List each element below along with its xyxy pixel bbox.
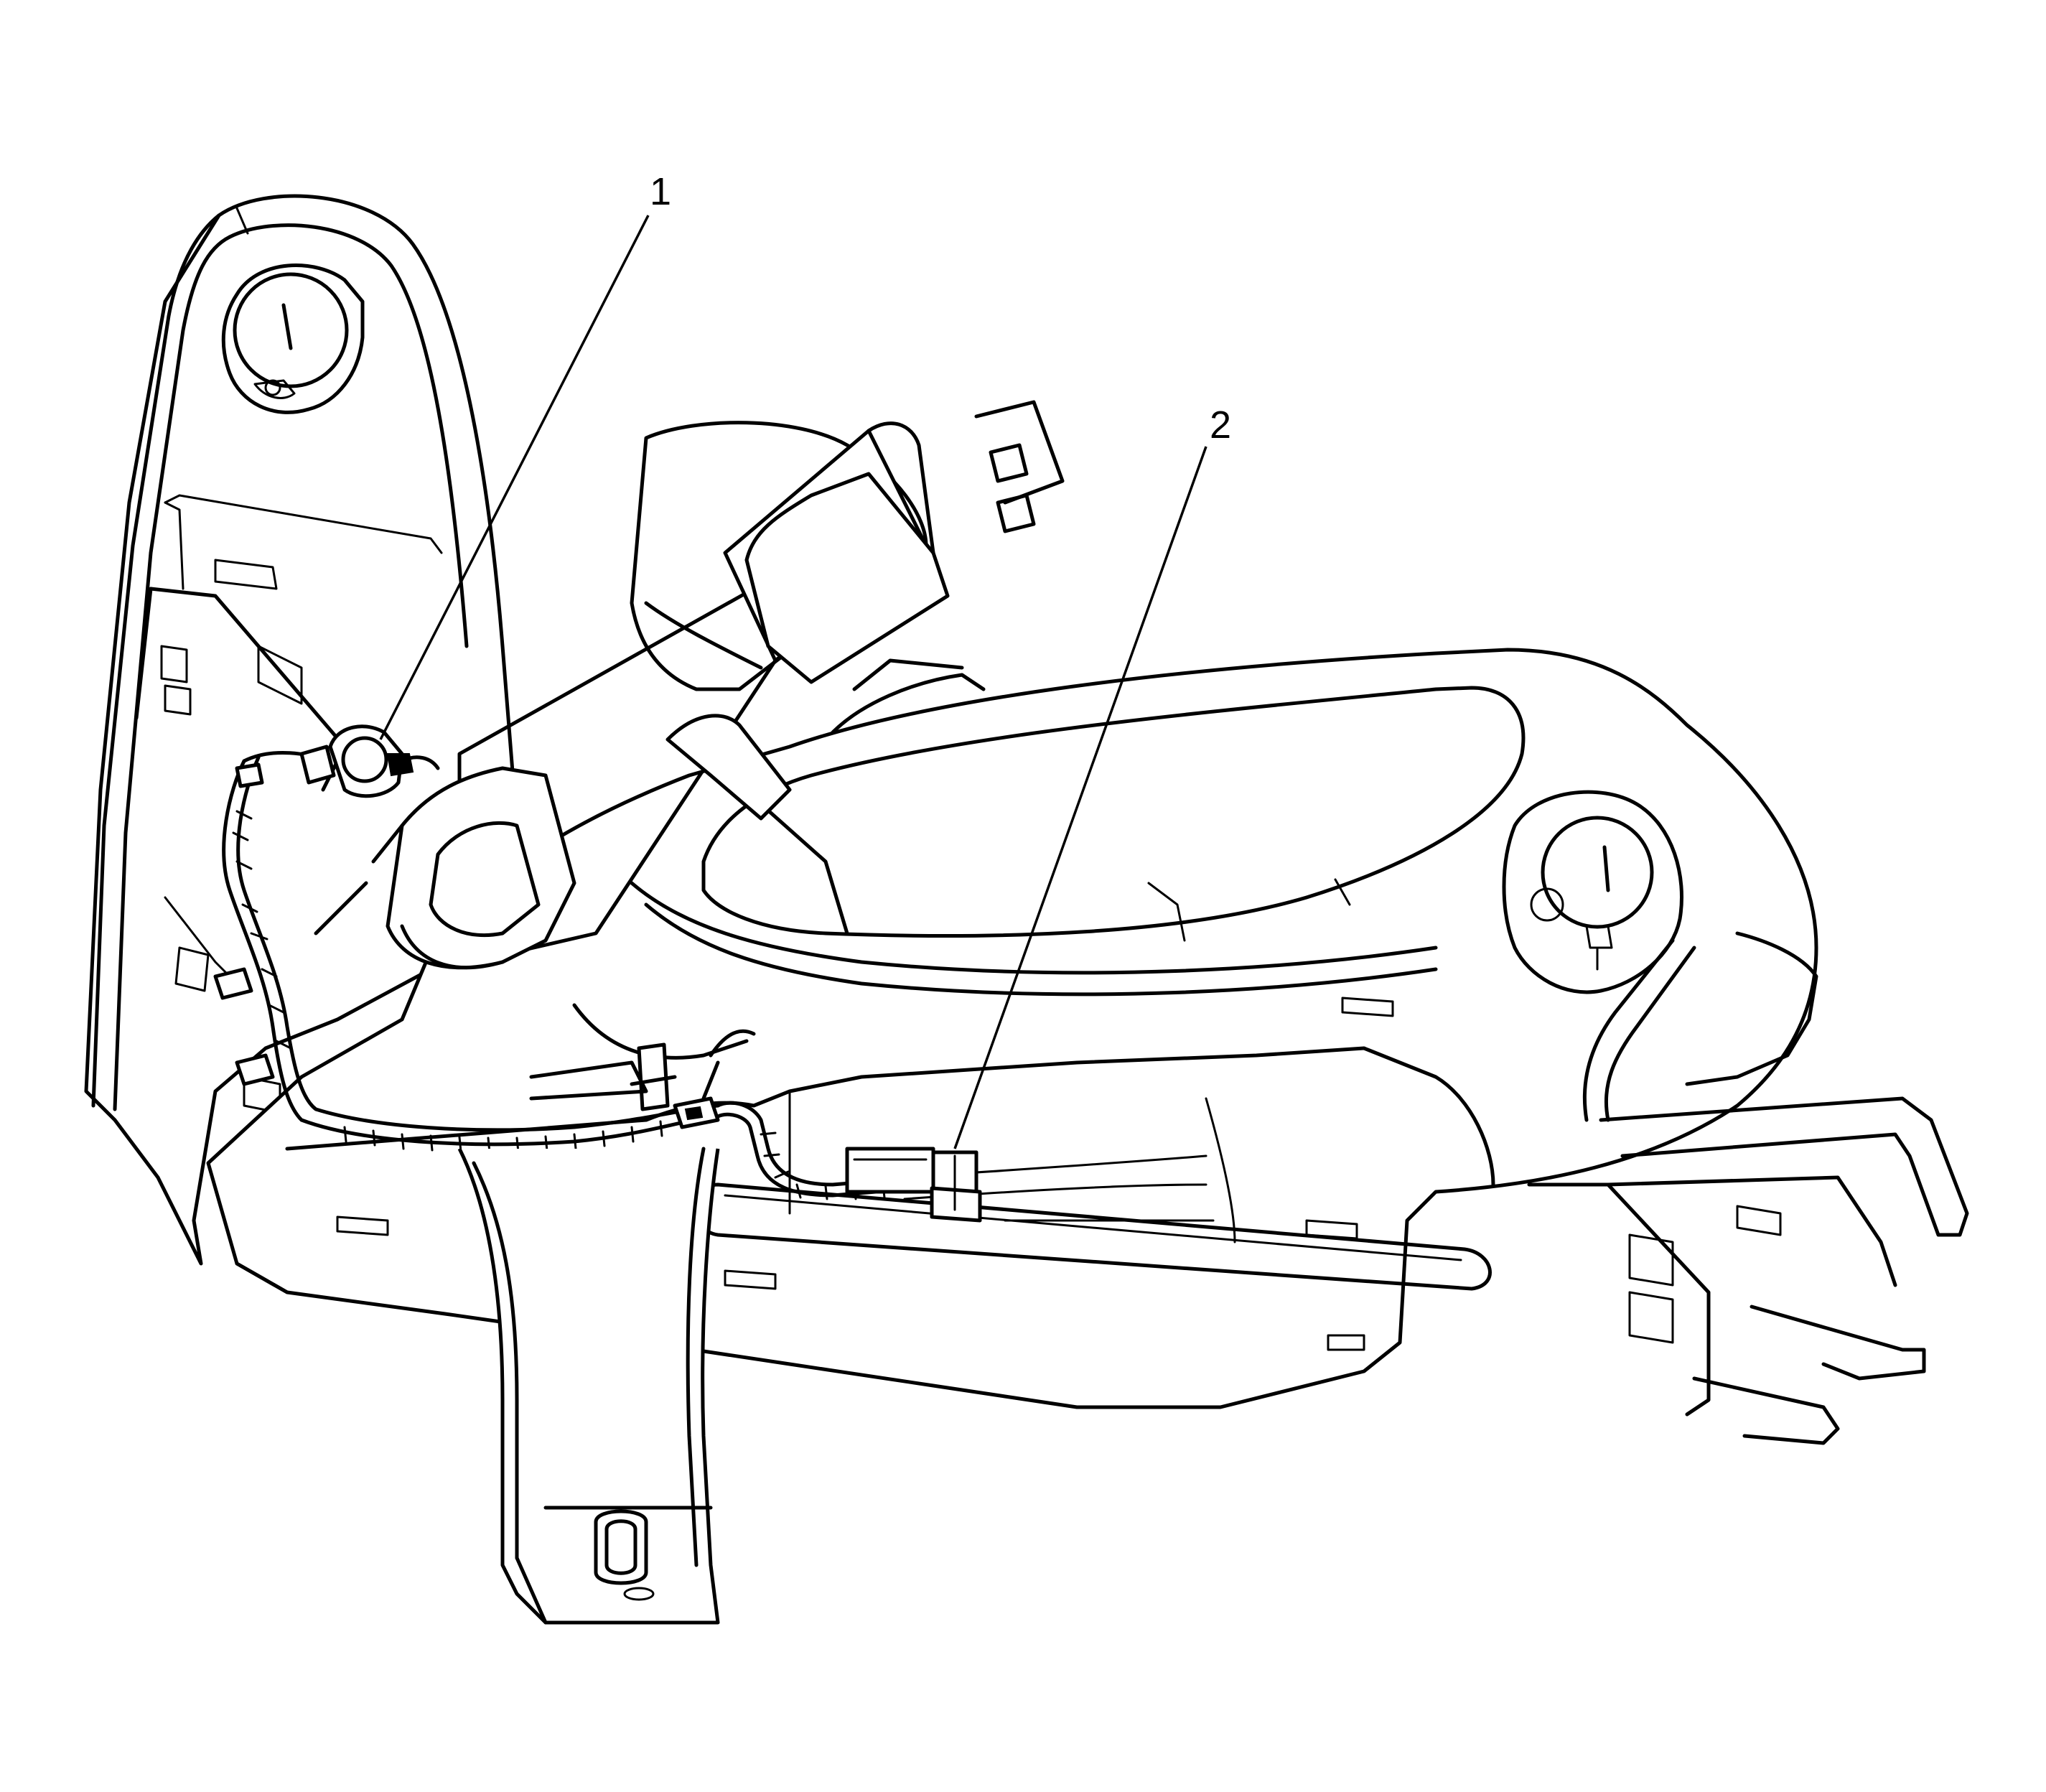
wiring-harness <box>213 750 921 1200</box>
recliner-bushing-top <box>221 263 365 414</box>
harness-clip <box>529 1042 677 1111</box>
connector-2 <box>845 1147 982 1223</box>
connector-1 <box>299 724 440 798</box>
callout-1: 1 <box>379 170 671 740</box>
callout-2: 2 <box>953 403 1231 1149</box>
callout-2-number: 2 <box>1210 403 1231 447</box>
callout-1-number: 1 <box>650 170 671 213</box>
front-mounting-bracket <box>457 1147 720 1625</box>
buckle-stalk <box>723 400 1065 734</box>
